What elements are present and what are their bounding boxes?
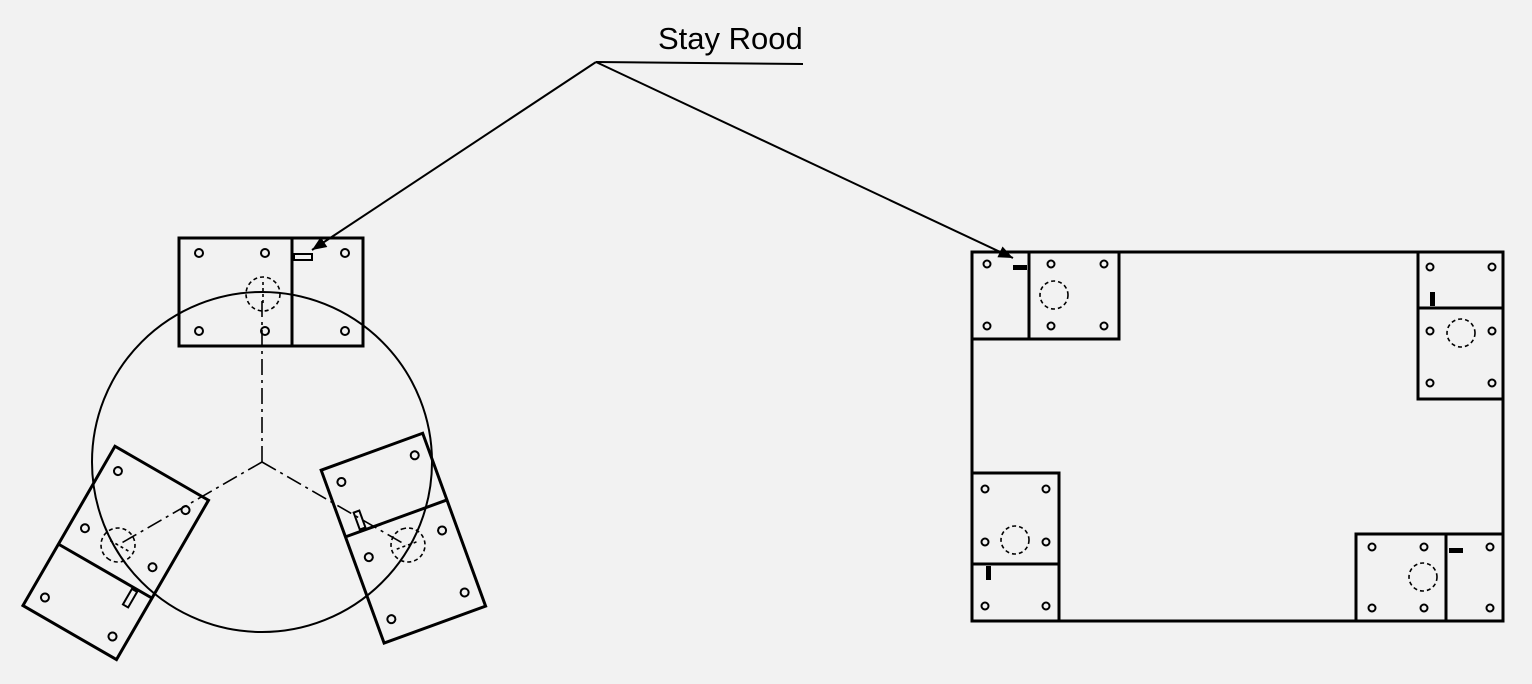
stay-rood-label: Stay Rood	[658, 21, 803, 56]
rectangular-view	[970, 250, 1505, 623]
plate-lower-left	[970, 471, 1061, 623]
circular-view	[21, 236, 488, 662]
plate-top-left	[970, 250, 1121, 341]
frame-outline	[970, 250, 1505, 623]
callout-underline	[595, 61, 804, 65]
plate-assembly-lower-left	[21, 444, 210, 662]
plate-lower-right	[1354, 532, 1505, 623]
center-lines	[117, 296, 407, 546]
leader-line-right	[595, 61, 1014, 259]
plate-assembly-lower-right	[319, 431, 488, 645]
leader-line-left	[311, 61, 597, 251]
plate-top-right	[1416, 250, 1505, 401]
